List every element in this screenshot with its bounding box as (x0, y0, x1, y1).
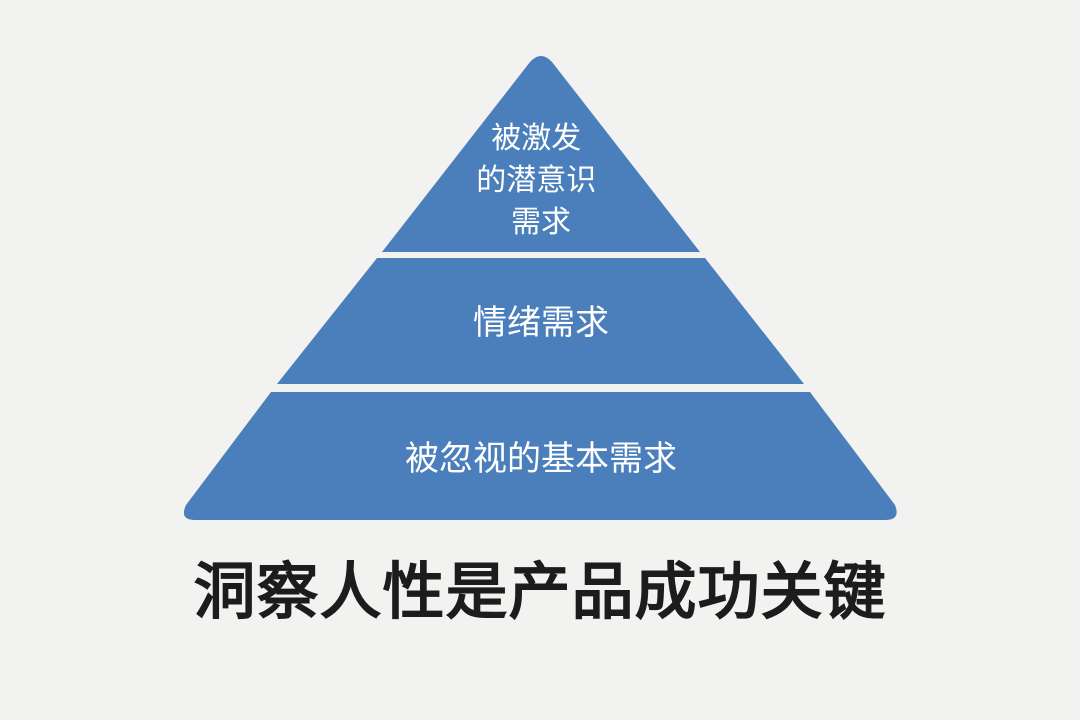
pyramid-diagram: 被激发 的潜意识 需求 情绪需求 被忽视的基本需求 (183, 56, 897, 520)
caption-title: 洞察人性是产品成功关键 (193, 555, 887, 628)
tier-bottom-label: 被忽视的基本需求 (405, 439, 677, 479)
tier-top-line-2: 的潜意识 (476, 163, 596, 198)
pyramid-tier-middle (277, 258, 804, 384)
tier-middle-label: 情绪需求 (473, 303, 609, 343)
tier-top-line-1: 被激发 (491, 121, 581, 156)
pyramid-tier-top (382, 56, 700, 252)
tier-top-label: 被激发 的潜意识 需求 (476, 121, 606, 240)
pyramid-tier-bottom (183, 392, 897, 520)
tier-top-line-3: 需求 (511, 205, 571, 240)
